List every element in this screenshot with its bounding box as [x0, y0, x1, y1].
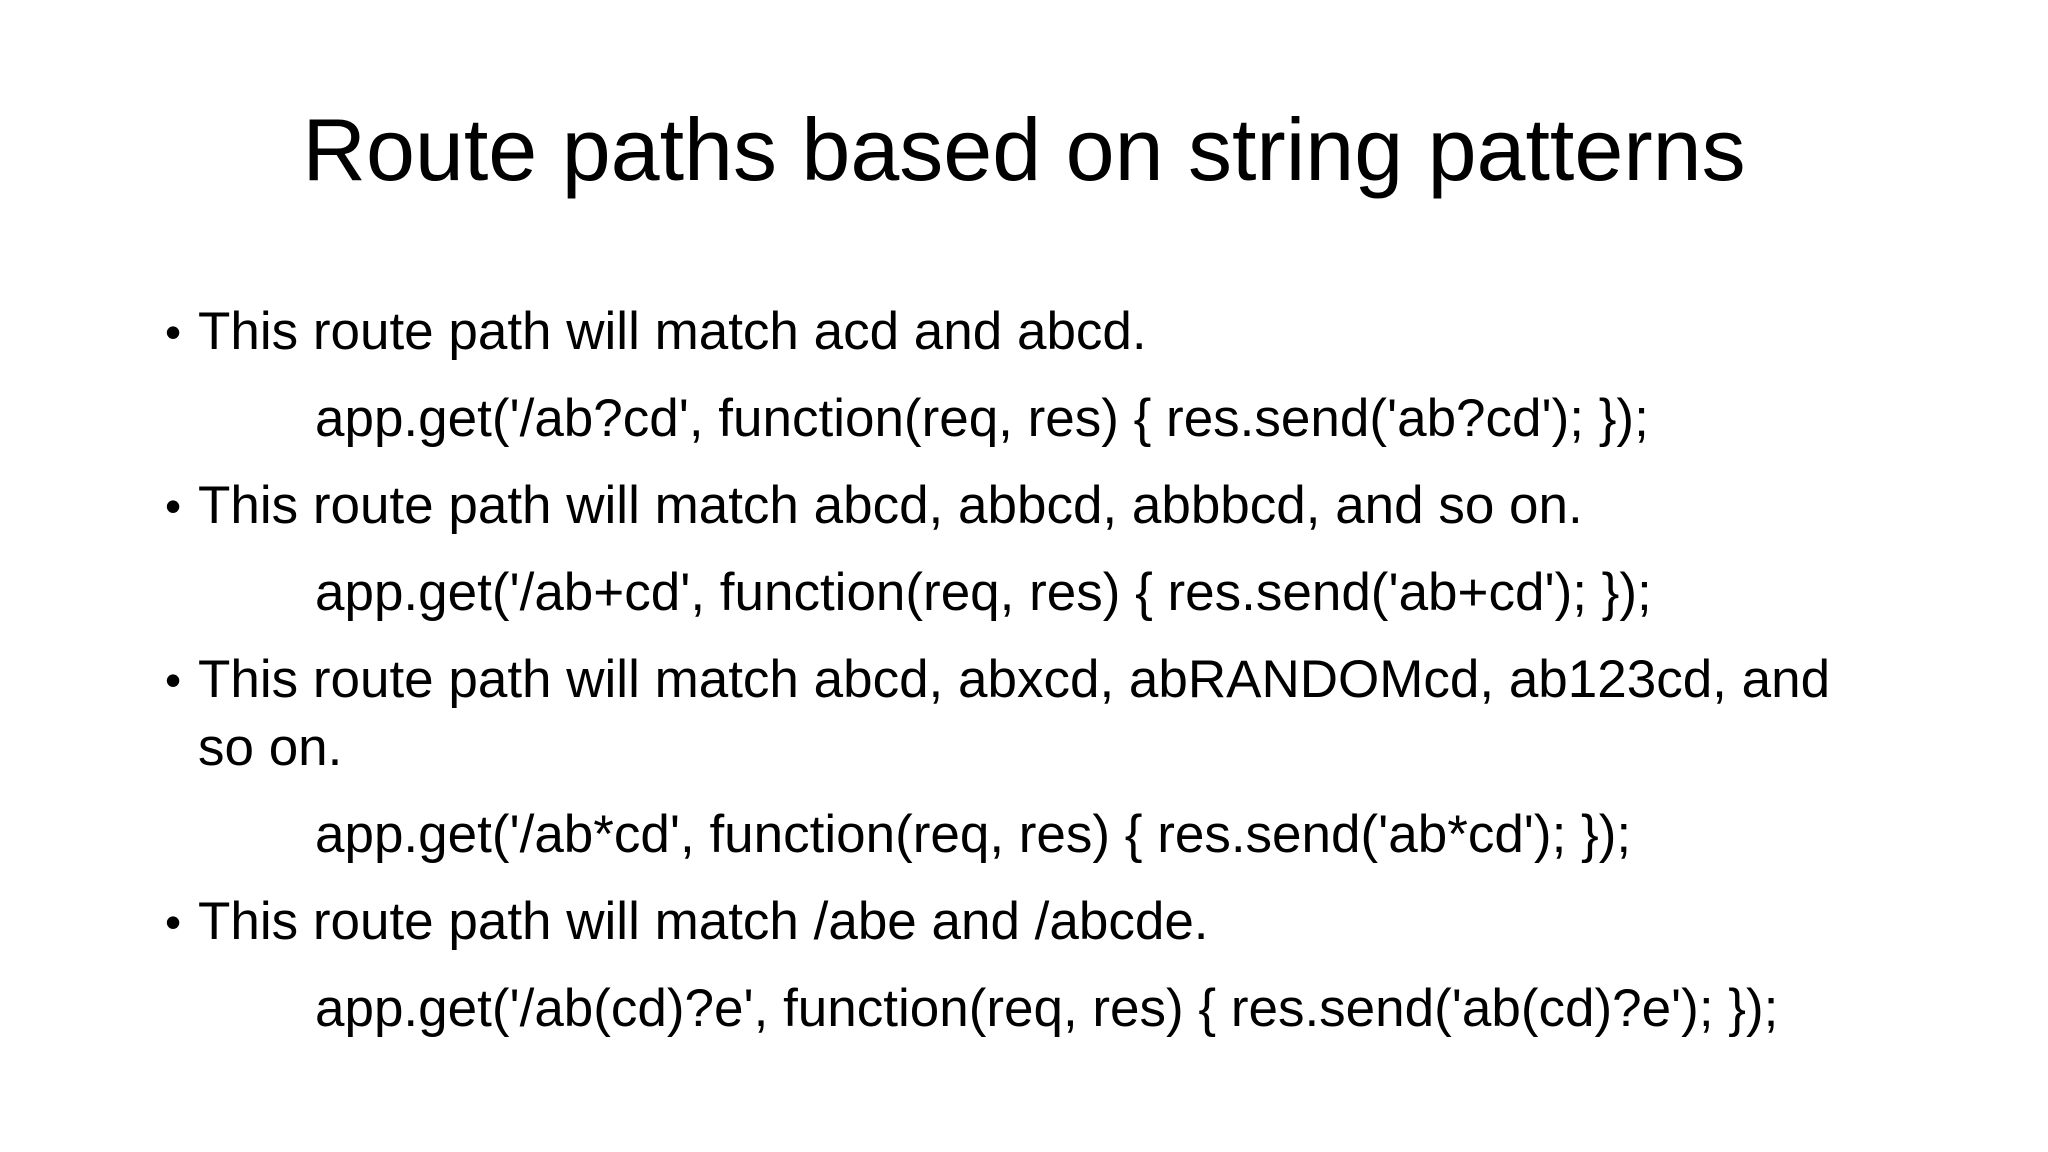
bullet-item: • This route path will match /abe and /a…: [165, 888, 1988, 1043]
code-line: app.get('/ab?cd', function(req, res) { r…: [315, 389, 1649, 448]
bullet-line: • This route path will match /abe and /a…: [165, 888, 1988, 956]
bullet-text: This route path will match abcd, abxcd, …: [198, 650, 1831, 777]
code-line: app.get('/ab*cd', function(req, res) { r…: [315, 805, 1632, 864]
bullet-item: • This route path will match abcd, abbcd…: [165, 472, 1988, 627]
bullet-line: • This route path will match abcd, abxcd…: [165, 646, 1988, 782]
bullet-text: This route path will match /abe and /abc…: [198, 892, 1209, 951]
bullet-marker: •: [165, 480, 182, 532]
bullet-text: This route path will match abcd, abbcd, …: [198, 476, 1583, 535]
bullet-item: • This route path will match acd and abc…: [165, 298, 1988, 453]
code-line: app.get('/ab+cd', function(req, res) { r…: [315, 563, 1652, 622]
slide-body: • This route path will match acd and abc…: [165, 298, 1988, 1043]
bullet-line: • This route path will match acd and abc…: [165, 298, 1988, 366]
bullet-item: • This route path will match abcd, abxcd…: [165, 646, 1988, 869]
code-line: app.get('/ab(cd)?e', function(req, res) …: [315, 979, 1779, 1038]
bullet-line: • This route path will match abcd, abbcd…: [165, 472, 1988, 540]
slide-title: Route paths based on string patterns: [302, 100, 1746, 199]
bullet-marker: •: [165, 896, 182, 948]
bullet-text: This route path will match acd and abcd.: [198, 302, 1147, 361]
bullet-marker: •: [165, 306, 182, 358]
bullet-marker: •: [165, 654, 182, 706]
